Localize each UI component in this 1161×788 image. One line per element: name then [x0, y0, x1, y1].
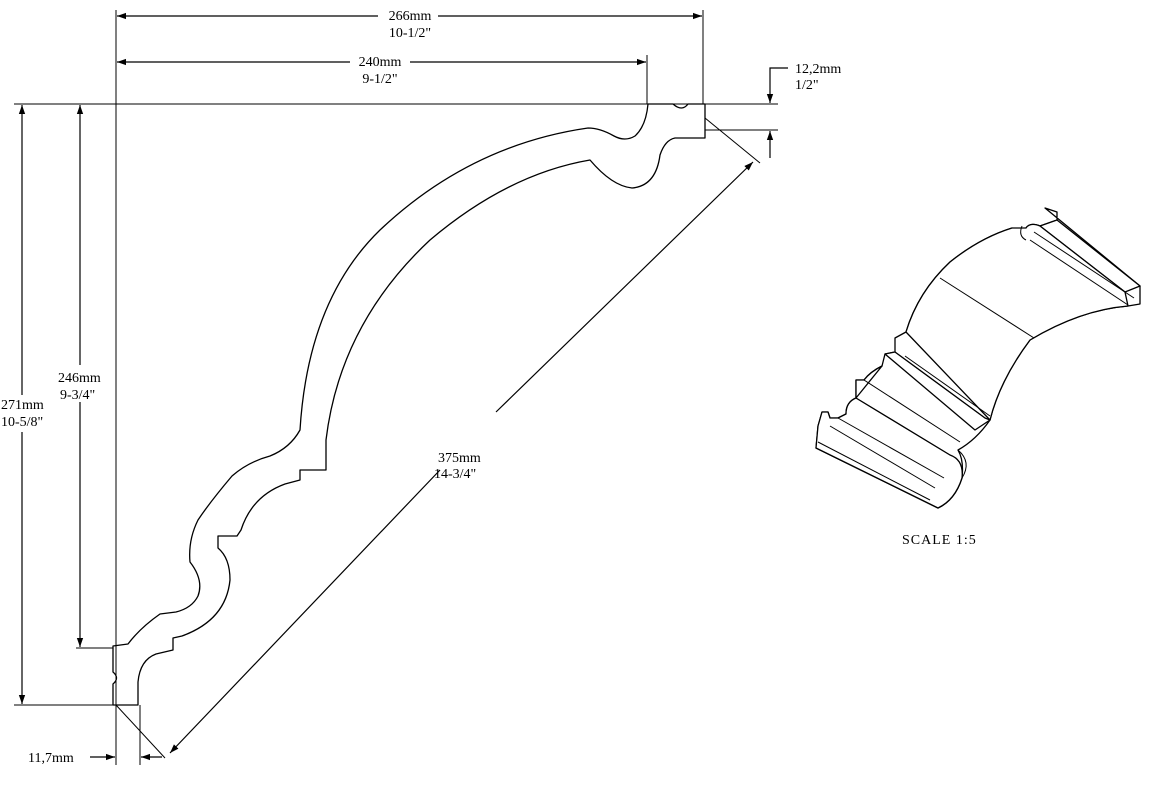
- dim-12-mm: 12,2mm: [795, 62, 841, 77]
- dim-240-mm: 240mm: [359, 55, 402, 70]
- dim-266-inch: 10-1/2": [389, 26, 431, 41]
- dim-271-inch: 10-5/8": [1, 415, 43, 430]
- molding-profile: [112, 103, 706, 706]
- dim-11-mm: 11,7mm: [28, 751, 74, 766]
- dimension-labels: 266mm 10-1/2" 240mm 9-1/2" 12,2mm 1/2" 2…: [1, 9, 841, 766]
- dim-12-inch: 1/2": [795, 78, 819, 93]
- dim-246-mm: 246mm: [58, 371, 101, 386]
- scale-label: SCALE 1:5: [902, 533, 977, 548]
- dim-240-inch: 9-1/2": [362, 72, 397, 87]
- dim-246-inch: 9-3/4": [60, 388, 95, 403]
- dim-271-mm: 271mm: [1, 398, 44, 413]
- dim-375-mm: 375mm: [438, 451, 481, 466]
- dim-375-inch: 14-3/4": [434, 467, 476, 482]
- dim-266-mm: 266mm: [389, 9, 432, 24]
- dimension-lines: [18, 12, 788, 761]
- extension-lines: [14, 10, 778, 765]
- isometric-view: [815, 207, 1141, 509]
